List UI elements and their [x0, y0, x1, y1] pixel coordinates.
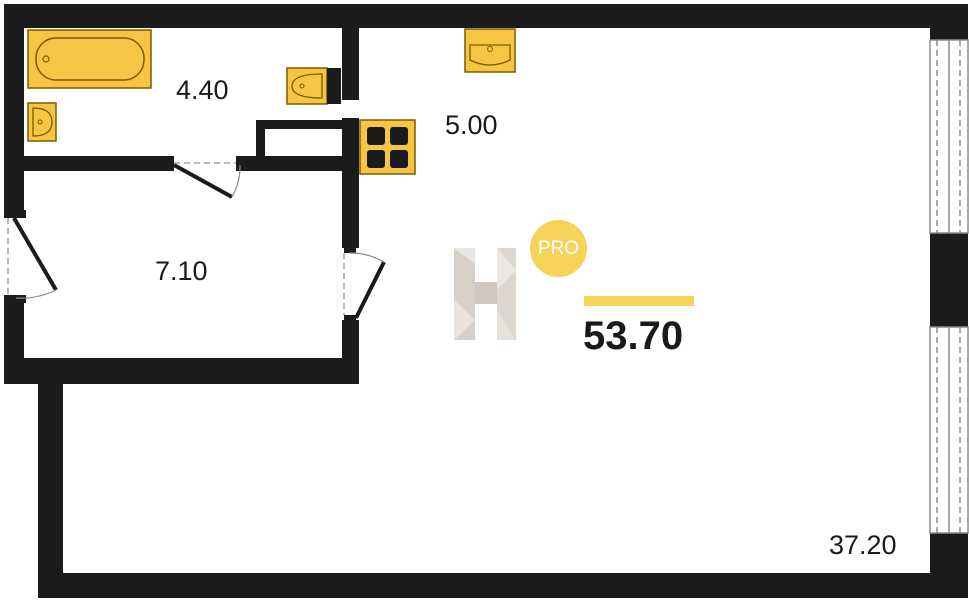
pro-badge-label: PRO	[537, 237, 580, 259]
toilet-icon	[286, 67, 341, 105]
room-area-kitchen: 5.00	[445, 110, 498, 140]
total-area-accent-bar	[584, 296, 694, 306]
room-area-hallway: 7.10	[155, 256, 208, 286]
stove-icon	[359, 119, 416, 175]
logo-watermark-icon	[454, 248, 516, 340]
doors	[7, 162, 386, 319]
windows	[929, 39, 969, 534]
bathroom-sink-icon	[27, 102, 57, 142]
room-area-bathroom: 4.40	[176, 75, 229, 105]
room-area-living-room: 37.20	[829, 530, 897, 560]
total-area: 53.70	[583, 314, 684, 358]
walls	[4, 4, 968, 598]
bathtub-icon	[27, 29, 152, 89]
kitchen-sink-icon	[464, 28, 516, 73]
pro-badge: PRO	[530, 220, 587, 277]
